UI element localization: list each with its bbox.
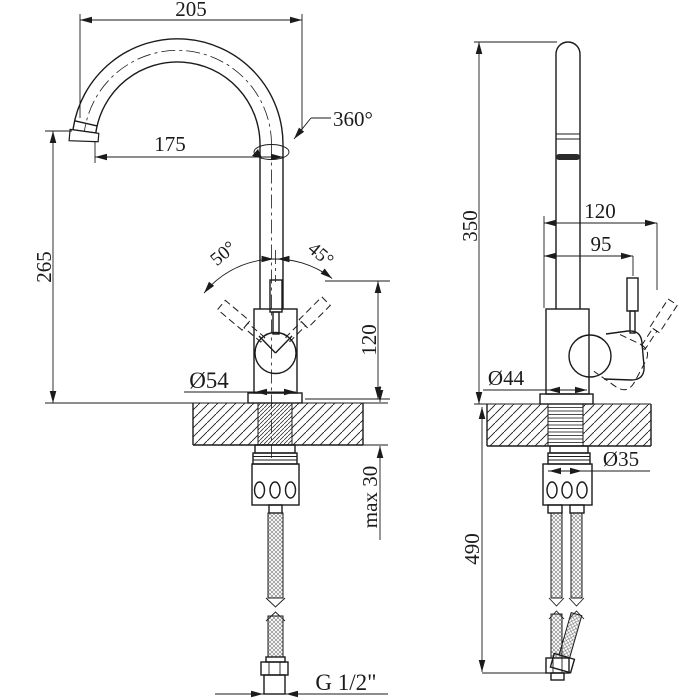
- side-connection-block: [542, 445, 593, 506]
- handle-reach-label: 95: [591, 232, 612, 256]
- side-lever-handle: [603, 277, 645, 381]
- dim-body-diameter: Ø44: [483, 366, 587, 394]
- side-hose-nut: [545, 657, 570, 681]
- connection-block: [251, 444, 300, 506]
- countertop-section: [45, 402, 388, 446]
- faucet-body: [253, 308, 298, 394]
- side-hose-nut-angled: [549, 652, 576, 674]
- dim-handle-reach: 95: [544, 232, 634, 276]
- spout-reach-label: 175: [154, 132, 186, 156]
- supply-hose: [260, 504, 289, 695]
- dim-spout-span: 205: [79, 0, 303, 130]
- handle-angle-right-label: 45°: [304, 238, 338, 271]
- dim-max-thickness: max 30: [358, 386, 388, 540]
- shank-diameter-label: Ø35: [603, 447, 639, 471]
- dim-handle-max-reach: 120: [543, 199, 658, 308]
- dim-overall-height: 350: [458, 41, 557, 404]
- hose-nut: [260, 661, 289, 676]
- base-diameter-label: Ø54: [189, 368, 229, 393]
- aerator-band: [556, 154, 580, 160]
- lever-handle-phantom-left: [216, 299, 266, 343]
- handle-max-reach-label: 120: [584, 199, 616, 223]
- swivel-indicator: 360°: [252, 107, 373, 160]
- side-lever-handle-phantom: [593, 298, 679, 391]
- side-base-flange: [539, 393, 594, 405]
- dim-spout-height: 265: [32, 130, 72, 403]
- mixer-ball: [254, 331, 297, 375]
- handle-angle-arc: 50° 45°: [203, 237, 338, 294]
- side-mixer-ball: [568, 334, 612, 378]
- side-view: 350 490 120 95 Ø44: [458, 41, 679, 681]
- overall-height-label: 350: [458, 210, 482, 242]
- handle-angle-left-label: 50°: [207, 237, 241, 270]
- dim-shank-diameter: Ø35: [548, 447, 650, 475]
- aerator-tip: [68, 128, 100, 143]
- spout-span-label: 205: [175, 0, 207, 21]
- body-diameter-label: Ø44: [488, 366, 525, 390]
- max-thickness-label: max 30: [358, 466, 382, 528]
- spout-height-label: 265: [32, 251, 56, 283]
- side-column: [555, 41, 581, 309]
- dim-body-height: 120: [305, 280, 390, 400]
- front-view: 360° 50° 45°: [32, 0, 390, 698]
- dim-base-diameter: Ø54: [184, 368, 296, 396]
- dim-spout-reach: 175: [94, 132, 283, 163]
- spout-centerline: [84, 50, 272, 145]
- spout-arc: [68, 38, 284, 145]
- dim-hose-length: 490: [460, 407, 547, 674]
- side-countertop-section: [474, 403, 652, 447]
- base-flange: [247, 392, 303, 404]
- lever-handle-phantom-right: [285, 296, 332, 343]
- thread-label: G 1/2": [315, 670, 376, 695]
- side-mounting-shank: [547, 403, 584, 447]
- side-supply-hoses: [545, 504, 585, 681]
- dim-thread: G 1/2": [215, 670, 388, 698]
- thread-end: [263, 674, 286, 695]
- break-symbol: [265, 597, 286, 608]
- hose-length-label: 490: [460, 533, 484, 565]
- body-height-label: 120: [357, 324, 381, 356]
- swivel-angle-label: 360°: [333, 107, 373, 131]
- mounting-shank: [257, 402, 293, 446]
- side-body: [545, 308, 612, 395]
